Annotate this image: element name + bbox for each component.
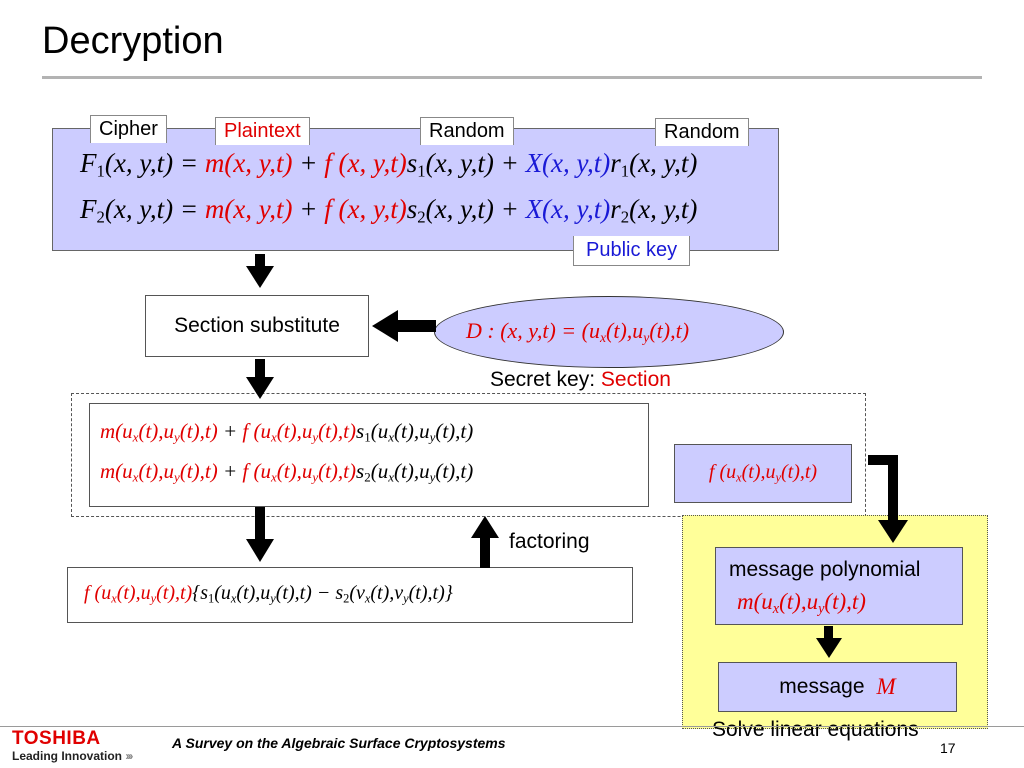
message-box: message M [718,662,957,712]
tag-public-key: Public key [573,236,691,266]
factor-f-box: f (ux(t),uy(t),t) [674,444,852,503]
footer-divider [0,726,1024,727]
secret-key-label: Secret key: [490,368,596,391]
factored-equation-box [67,567,633,623]
tag-plaintext: Plaintext [215,117,310,145]
presentation-title: A Survey on the Algebraic Surface Crypto… [172,735,506,751]
down-arrow-icon [246,254,274,288]
elbow-arrow-icon [868,455,908,543]
factoring-label: factoring [509,530,590,553]
public-key-equations-box [52,128,779,251]
section-substitute-box: Section substitute [145,295,369,357]
message-polynomial-equation: m(ux(t),uy(t),t) [737,589,866,617]
message-symbol: M [876,674,896,699]
down-arrow-icon [246,359,274,399]
title-divider [42,76,982,79]
section-equation: D : (x, y,t) = (ux(t),uy(t),t) [466,318,690,345]
up-arrow-icon [471,516,499,568]
page-number: 17 [940,740,956,756]
secret-key-value: Section [600,368,671,391]
tag-random-2: Random [655,118,749,146]
secret-key-caption: Secret key: Section [490,368,671,392]
brand-tagline: Leading Innovation ››› [12,749,133,763]
slide-title: Decryption [42,20,224,62]
chevron-right-icon: ››› [125,749,133,763]
cipher-equation-2: F2(x, y,t) = m(x, y,t) + f (x, y,t)s2(x,… [80,194,698,227]
left-arrow-icon [372,310,436,342]
substituted-equation-2: m(ux(t),uy(t),t) + f (ux(t),uy(t),t)s2(u… [100,459,474,485]
substituted-equation-1: m(ux(t),uy(t),t) + f (ux(t),uy(t),t)s1(u… [100,419,474,445]
down-arrow-icon [816,626,842,658]
factor-f-equation: f (ux(t),uy(t),t) [708,461,818,485]
substituted-equations-box [89,403,649,507]
solve-label: Solve linear equations [712,718,919,741]
substituted-group [71,393,866,517]
brand-logo: TOSHIBA [12,728,101,749]
section-substitute-label: Section substitute [174,314,340,337]
down-arrow-icon [246,507,274,562]
tag-random-1: Random [420,117,514,145]
brand-tagline-text: Leading Innovation [12,749,122,763]
tag-cipher: Cipher [90,115,167,143]
message-polynomial-label: message polynomial [729,558,921,581]
message-label: message [779,675,865,698]
secret-key-ellipse [434,296,784,368]
message-polynomial-box [715,547,963,625]
cipher-equation-1: F1(x, y,t) = m(x, y,t) + f (x, y,t)s1(x,… [80,148,698,181]
factored-equation: f (ux(t),uy(t),t){s1(ux(t),uy(t),t) − s2… [84,582,453,606]
